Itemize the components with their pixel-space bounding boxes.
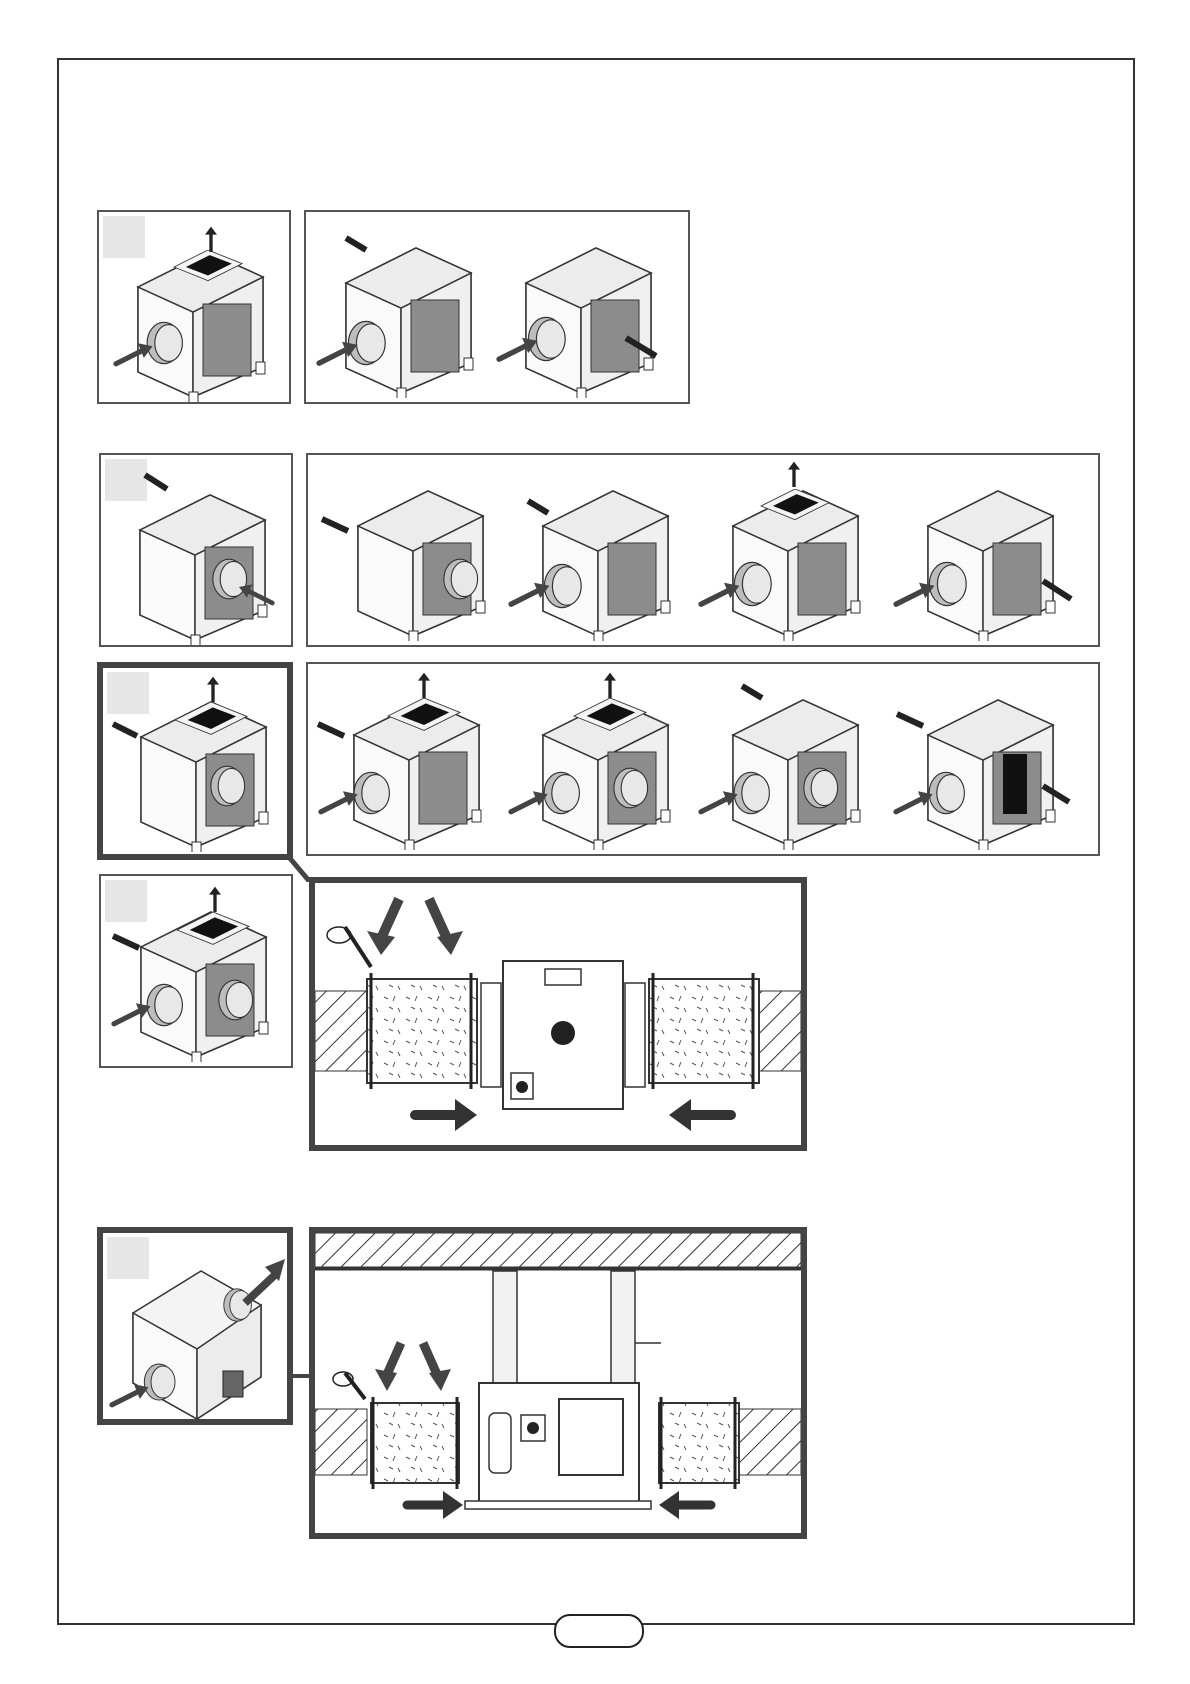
duct-detail-floor — [309, 877, 807, 1151]
fan-cabinet-unit — [698, 668, 888, 854]
page-number-badge — [554, 1614, 644, 1648]
fan-cabinet-ceiling-unit — [109, 1243, 289, 1423]
fan-cabinet-unit — [111, 882, 286, 1067]
config-panel-5-highlighted — [97, 662, 293, 860]
config-panel-6 — [306, 662, 1100, 856]
fan-cabinet-unit — [111, 672, 286, 857]
ceiling-duct-installation-diagram — [315, 1233, 801, 1533]
duct-detail-ceiling — [309, 1227, 807, 1539]
config-panel-4 — [306, 453, 1100, 647]
fan-cabinet-unit — [508, 461, 698, 646]
callout-connector — [290, 1372, 310, 1380]
fan-cabinet-unit — [318, 461, 508, 646]
duct-installation-diagram — [315, 883, 801, 1145]
fan-cabinet-unit — [113, 222, 283, 402]
fan-cabinet-unit — [508, 668, 698, 854]
config-panel-7 — [99, 874, 293, 1068]
fan-cabinet-unit — [496, 218, 686, 403]
fan-cabinet-unit — [115, 465, 285, 645]
fan-cabinet-unit — [893, 668, 1093, 854]
config-panel-3 — [99, 453, 293, 647]
fan-cabinet-unit — [698, 455, 888, 645]
fan-cabinet-unit — [316, 218, 496, 403]
fan-cabinet-unit — [314, 668, 504, 854]
config-panel-1 — [97, 210, 291, 404]
fan-cabinet-unit — [893, 461, 1093, 646]
config-panel-2 — [304, 210, 690, 404]
config-panel-9-highlighted — [97, 1227, 293, 1425]
